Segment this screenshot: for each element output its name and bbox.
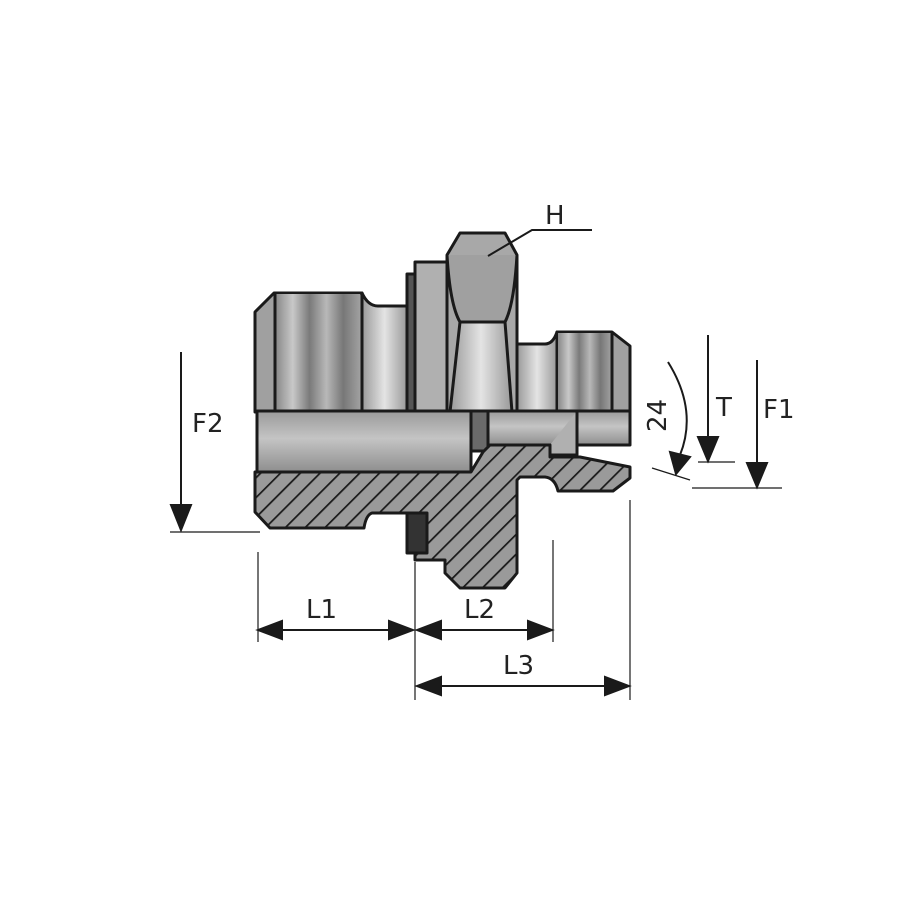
left-bore [255,409,473,474]
dimension-lines [169,335,782,700]
label-l2: L2 [464,595,495,625]
label-f1: F1 [763,395,795,425]
label-h: H [545,201,565,231]
label-l3: L3 [503,651,534,681]
section-hatch [253,443,632,590]
label-angle: 24 [643,399,673,432]
fitting-body [253,231,632,590]
left-neck [360,291,409,414]
o-ring [405,511,429,555]
right-neck [515,330,559,414]
h-leader [487,229,592,257]
label-l1: L1 [306,595,337,625]
collar [413,260,449,414]
label-f2: F2 [192,409,224,439]
bore-step [469,409,490,453]
left-thread-ridges [276,294,360,411]
label-t: T [715,393,732,423]
